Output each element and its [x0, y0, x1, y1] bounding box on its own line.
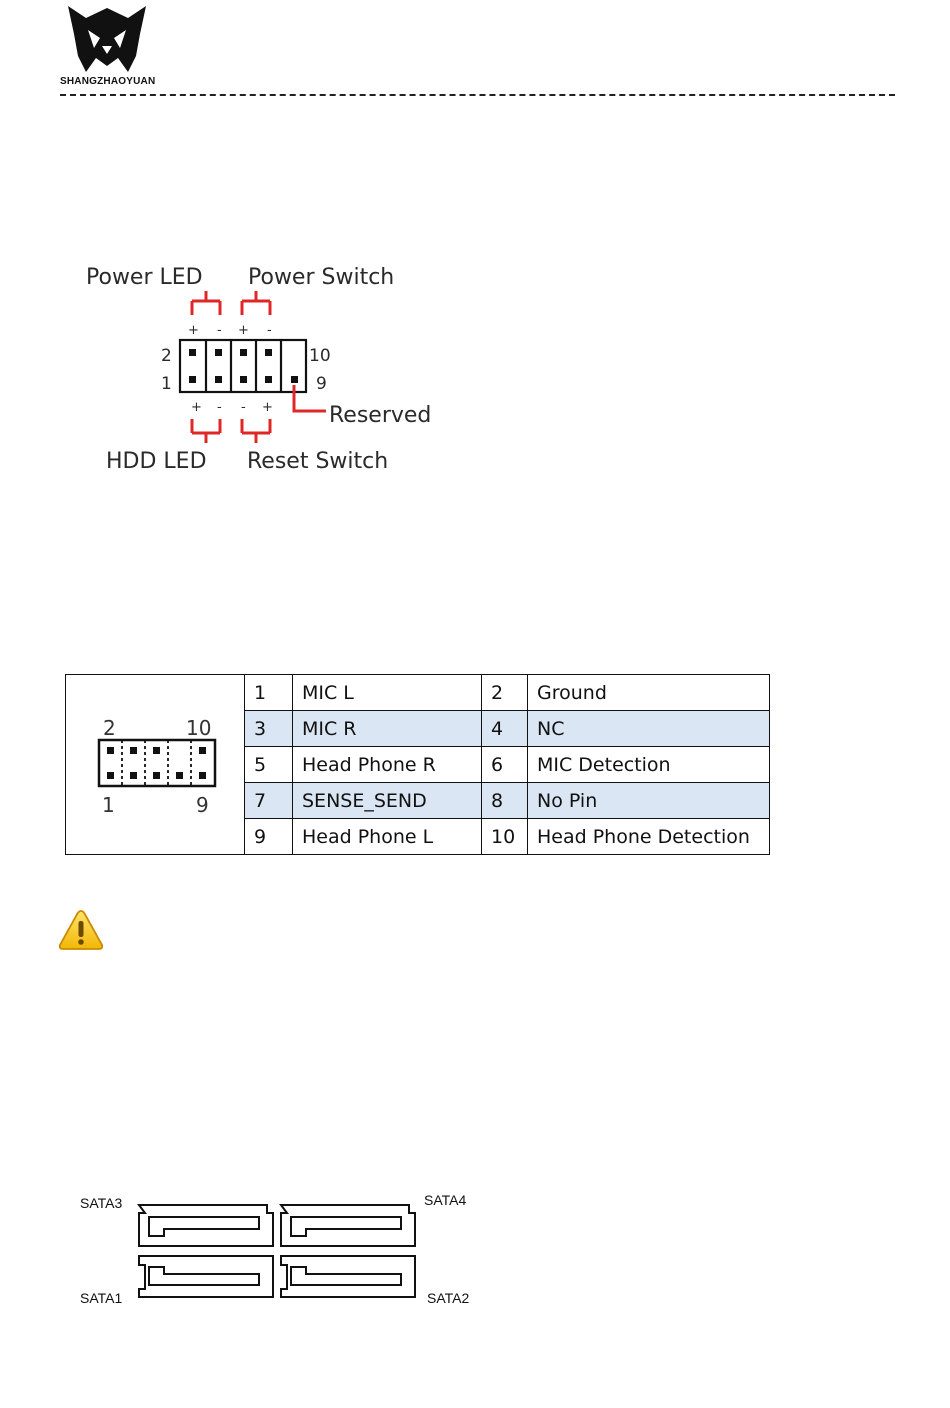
- pin-number-cell: 5: [245, 747, 293, 783]
- hdd-led-label: HDD LED: [106, 449, 207, 474]
- audio-pin-number-9: 9: [196, 793, 209, 817]
- pin-number-cell: 7: [245, 783, 293, 819]
- sata-connectors-diagram: SATA3 SATA4 SATA1 SATA2: [72, 1185, 492, 1310]
- top-sign-2: -: [217, 323, 222, 338]
- power-led-bracket: [192, 291, 220, 315]
- brand-name: SHANGZHAOYUAN: [60, 76, 155, 87]
- reset-switch-label: Reset Switch: [247, 449, 388, 474]
- pin-number-cell: 9: [245, 819, 293, 855]
- sata2-port: [281, 1256, 415, 1297]
- power-led-label: Power LED: [86, 265, 203, 290]
- bottom-sign-2: -: [217, 400, 222, 415]
- pin-number-cell: 4: [482, 711, 528, 747]
- bottom-sign-1: +: [191, 400, 202, 415]
- pin-number-cell: 6: [482, 747, 528, 783]
- audio-header-diagram-cell: 2 10 1 9: [66, 675, 245, 855]
- signal-name-cell: NC: [528, 711, 770, 747]
- signal-name-cell: Head Phone R: [293, 747, 482, 783]
- signal-name-cell: No Pin: [528, 783, 770, 819]
- reserved-label: Reserved: [329, 403, 431, 428]
- audio-header-pin-table: 2 10 1 9: [65, 674, 770, 855]
- bottom-sign-3: -: [241, 400, 246, 415]
- top-sign-4: -: [267, 323, 272, 338]
- pin-number-1: 1: [161, 374, 172, 394]
- brand-logo-icon: [66, 4, 148, 74]
- pin-number-2: 2: [161, 346, 172, 366]
- pin-number-cell: 2: [482, 675, 528, 711]
- signal-name-cell: MIC Detection: [528, 747, 770, 783]
- table-row: 2 10 1 9: [66, 675, 770, 711]
- signal-name-cell: SENSE_SEND: [293, 783, 482, 819]
- power-switch-bracket: [242, 291, 270, 315]
- audio-header-diagram: 2 10 1 9: [66, 675, 244, 849]
- signal-name-cell: MIC L: [293, 675, 482, 711]
- pin-number-cell: 8: [482, 783, 528, 819]
- audio-connector-pins: [107, 747, 206, 779]
- front-panel-diagram: Power LED Power Switch + - + - 2 1 10 9 …: [80, 255, 460, 485]
- sata3-port: [139, 1205, 273, 1246]
- power-switch-label: Power Switch: [248, 265, 394, 290]
- audio-pin-number-10: 10: [186, 716, 211, 740]
- sata2-label: SATA2: [427, 1290, 469, 1306]
- front-panel-connector: [180, 340, 306, 392]
- top-sign-3: +: [238, 323, 249, 338]
- warning-icon: [58, 909, 104, 951]
- audio-pin-number-1: 1: [102, 793, 115, 817]
- audio-pin-number-2: 2: [103, 716, 116, 740]
- hdd-led-bracket: [192, 419, 220, 443]
- top-sign-1: +: [188, 323, 199, 338]
- signal-name-cell: Head Phone Detection: [528, 819, 770, 855]
- sata3-label: SATA3: [80, 1195, 122, 1211]
- pin-number-10: 10: [309, 346, 331, 366]
- sata4-label: SATA4: [424, 1192, 466, 1208]
- bottom-sign-4: +: [262, 400, 273, 415]
- signal-name-cell: MIC R: [293, 711, 482, 747]
- sata4-port: [281, 1205, 415, 1246]
- reset-switch-bracket: [242, 419, 270, 443]
- audio-header-connector: [99, 740, 215, 786]
- sata1-label: SATA1: [80, 1290, 122, 1306]
- pin-number-cell: 1: [245, 675, 293, 711]
- pin-number-cell: 3: [245, 711, 293, 747]
- signal-name-cell: Head Phone L: [293, 819, 482, 855]
- pin-number-cell: 10: [482, 819, 528, 855]
- pin-number-9: 9: [316, 374, 327, 394]
- header-divider: [60, 94, 895, 96]
- sata1-port: [139, 1256, 273, 1297]
- signal-name-cell: Ground: [528, 675, 770, 711]
